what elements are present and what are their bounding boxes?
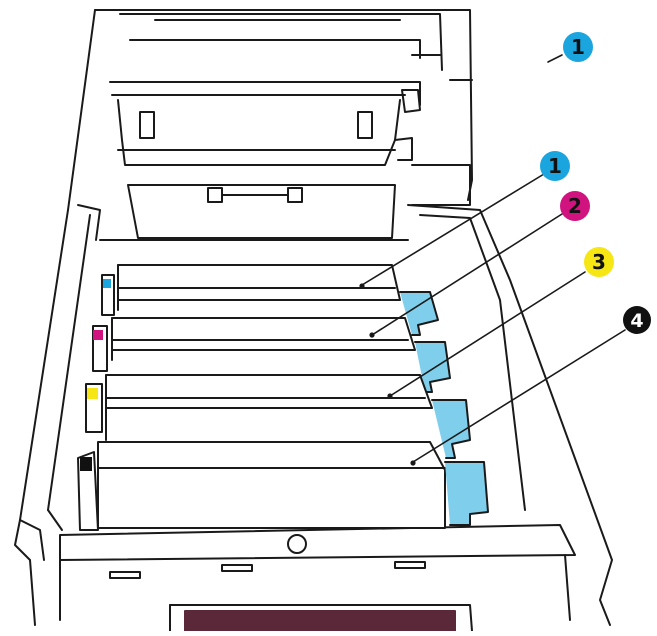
callout-lid-bubble [563, 32, 593, 62]
cartridge-cyan [101, 264, 439, 336]
callout-lid: 1 [563, 32, 593, 62]
cartridge-magenta [92, 317, 451, 393]
cartridge-yellow [85, 374, 471, 459]
callout-2-number: 2 [568, 194, 582, 218]
callout-2-bubble [560, 191, 590, 221]
callout-1-number: 1 [548, 154, 562, 178]
toner-cartridges [77, 264, 489, 531]
tab-cyan [103, 279, 111, 288]
callout-3: 3 [584, 247, 614, 277]
callout-2: 2 [560, 191, 590, 221]
toner-lock-black [444, 461, 489, 526]
printer-body [14, 204, 613, 632]
callout-lid-number: 1 [571, 35, 585, 59]
callout-4-bubble [623, 306, 651, 334]
open-top-cover [67, 9, 473, 239]
toner-lock-cyan [399, 291, 439, 336]
callout-4: 4 [623, 306, 651, 334]
tab-yellow [87, 388, 98, 399]
tab-magenta [93, 330, 103, 340]
tab-black [80, 457, 92, 471]
callout-1: 1 [540, 151, 570, 181]
cartridge-black [77, 441, 489, 531]
toner-lock-yellow [431, 399, 471, 459]
toner-lock-magenta [414, 341, 451, 393]
leader-lines [359, 54, 626, 466]
callout-3-number: 3 [592, 250, 606, 274]
callout-1-bubble [540, 151, 570, 181]
callout-4-number: 4 [630, 310, 643, 332]
control-panel-display [184, 610, 456, 632]
callout-3-bubble [584, 247, 614, 277]
